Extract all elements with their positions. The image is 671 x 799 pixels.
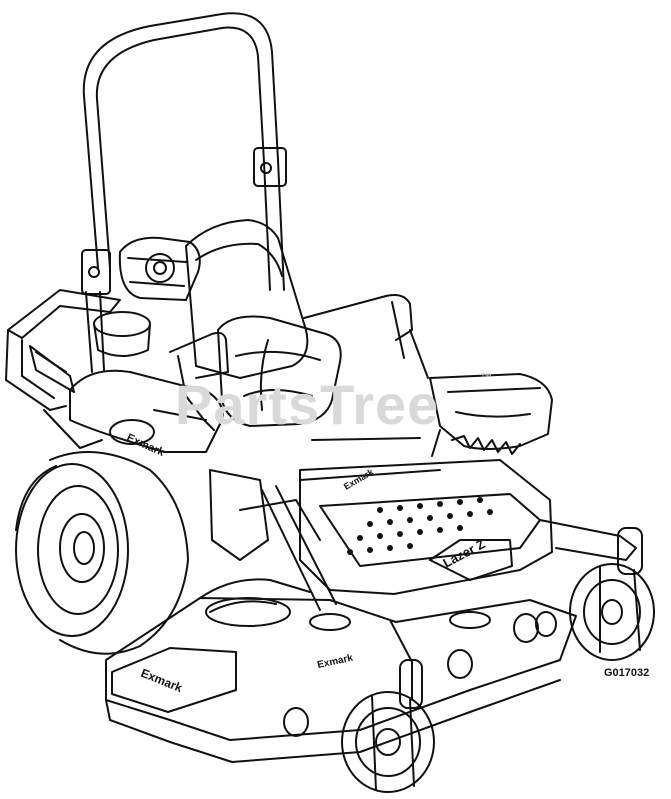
center-linkage	[209, 435, 521, 611]
trademark-symbol: ™	[480, 370, 492, 384]
mower-deck	[105, 578, 577, 763]
caster-arms	[389, 519, 643, 709]
footplate-dots	[347, 497, 493, 555]
seat	[185, 219, 342, 427]
deck-rollers	[283, 611, 557, 737]
caster-wheel-left	[341, 691, 435, 793]
fenders	[69, 369, 553, 457]
caster-wheel-right	[569, 563, 655, 661]
front-plate-label: Exmark	[139, 666, 185, 695]
seat-plate-label: Exmark	[125, 432, 167, 459]
rear-wheel	[15, 451, 189, 655]
drawing-code: G017032	[604, 667, 650, 679]
rear-frame	[5, 289, 121, 449]
fender-label: Exmark	[342, 466, 376, 491]
engine	[93, 236, 201, 357]
foot-platform	[299, 459, 553, 595]
roll-bar	[81, 12, 287, 373]
lap-bars	[169, 294, 429, 431]
deck-plate-label: Exmark	[316, 653, 354, 671]
watermark: PartsTree	[175, 373, 440, 436]
